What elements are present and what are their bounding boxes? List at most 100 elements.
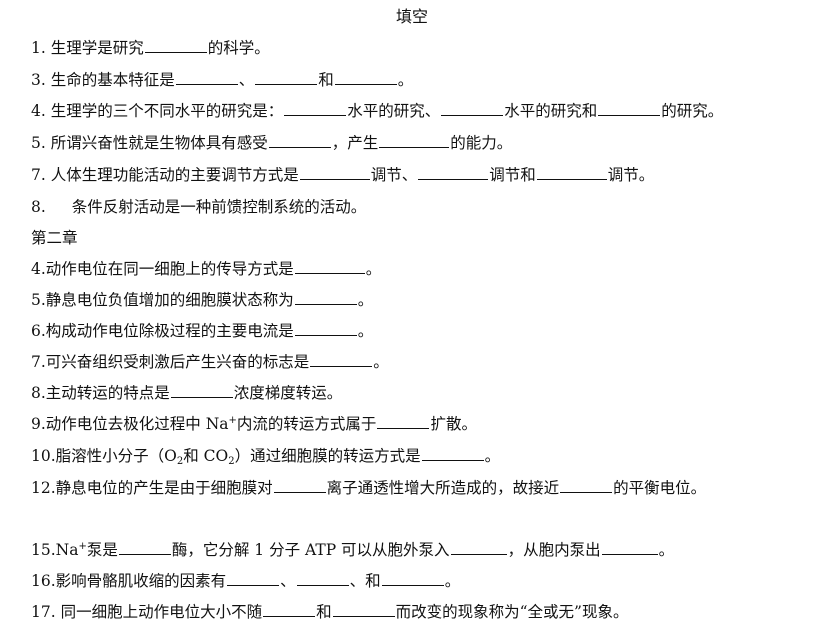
question-text: 生命的基本特征是 bbox=[50, 71, 175, 89]
answer-blank[interactable] bbox=[332, 602, 395, 617]
answer-blank[interactable] bbox=[418, 165, 489, 180]
question-text: 和 CO bbox=[183, 447, 229, 465]
question-text: 的能力。 bbox=[450, 134, 513, 152]
question-1: 1. 生理学是研究的科学。 bbox=[31, 38, 816, 58]
answer-blank[interactable] bbox=[598, 101, 661, 116]
question-text: 8.主动转运的特点是 bbox=[31, 384, 170, 402]
question-text: ，从胞内泵出 bbox=[507, 541, 601, 559]
answer-blank[interactable] bbox=[441, 101, 504, 116]
question-text: 6.构成动作电位除极过程的主要电流是 bbox=[31, 322, 294, 340]
answer-blank[interactable] bbox=[273, 478, 326, 493]
question-text: 的研究。 bbox=[661, 102, 724, 120]
question-number: 7. bbox=[31, 166, 46, 184]
answer-blank[interactable] bbox=[299, 165, 370, 180]
answer-blank[interactable] bbox=[310, 352, 373, 367]
answer-blank[interactable] bbox=[536, 165, 607, 180]
question-5: 5. 所谓兴奋性就是生物体具有感受，产生的能力。 bbox=[31, 133, 816, 153]
chapter2-question-8: 8.主动转运的特点是 浓度梯度转运。 bbox=[31, 383, 816, 403]
question-text: 人体生理功能活动的主要调节方式是 bbox=[50, 166, 299, 184]
answer-blank[interactable] bbox=[118, 540, 171, 555]
question-text: 17. 同一细胞上动作电位大小不随 bbox=[31, 603, 263, 621]
chapter2-question-5: 5.静息电位负值增加的细胞膜状态称为 。 bbox=[31, 290, 816, 310]
separator: 。 bbox=[444, 572, 461, 590]
answer-blank[interactable] bbox=[450, 540, 507, 555]
answer-blank[interactable] bbox=[294, 290, 357, 305]
chapter2-question-10: 10.脂溶性小分子（O2和 CO2）通过细胞膜的转运方式是。 bbox=[31, 446, 816, 467]
question-text: 水平的研究和 bbox=[504, 102, 598, 120]
answer-blank[interactable] bbox=[381, 571, 444, 586]
chapter2-question-17: 17. 同一细胞上动作电位大小不随 和 而改变的现象称为“全或无”现象。 bbox=[31, 602, 816, 622]
chapter2-question-15: 15.Na+泵是 酶，它分解 1 分子 ATP 可以从胞外泵入 ，从胞内泵出 。 bbox=[31, 540, 816, 560]
question-text: 9.动作电位去极化过程中 Na bbox=[31, 415, 229, 433]
question-text: 和 bbox=[316, 603, 332, 621]
separator: 。 bbox=[484, 447, 501, 465]
question-text: 扩散。 bbox=[430, 415, 477, 433]
separator: 。 bbox=[357, 291, 374, 309]
separator: 、 bbox=[280, 572, 296, 590]
chapter2-question-9: 9.动作电位去极化过程中 Na+内流的转运方式属于扩散。 bbox=[31, 414, 816, 434]
answer-blank[interactable] bbox=[268, 133, 331, 148]
chapter2-question-12: 12.静息电位的产生是由于细胞膜对离子通透性增大所造成的，故接近的平衡电位。 bbox=[31, 478, 816, 498]
question-text: 离子通透性增大所造成的，故接近 bbox=[326, 479, 560, 497]
question-text: 10.脂溶性小分子（O bbox=[31, 447, 177, 465]
separator: 、 bbox=[238, 71, 255, 89]
answer-blank[interactable] bbox=[379, 133, 450, 148]
question-text: 调节和 bbox=[489, 166, 536, 184]
separator: 。 bbox=[373, 353, 389, 371]
question-text: 而改变的现象称为“全或无”现象。 bbox=[395, 603, 629, 621]
chapter2-question-7: 7.可兴奋组织受刺激后产生兴奋的标志是。 bbox=[31, 352, 816, 372]
separator: 。 bbox=[365, 260, 382, 278]
question-text: ，产生 bbox=[331, 134, 379, 152]
question-text: 浓度梯度转运。 bbox=[233, 384, 343, 402]
chapter2-question-16: 16.影响骨骼肌收缩的因素有 、 、和 。 bbox=[31, 571, 816, 591]
question-text: 4.动作电位在同一细胞上的传导方式是 bbox=[31, 260, 294, 278]
question-text: 调节、 bbox=[370, 166, 418, 184]
question-text: ）通过细胞膜的转运方式是 bbox=[234, 447, 421, 465]
superscript: + bbox=[78, 541, 87, 552]
separator: 、和 bbox=[349, 572, 381, 590]
question-4: 4. 生理学的三个不同水平的研究是： 水平的研究、 水平的研究和 的研究。 bbox=[31, 101, 816, 121]
question-number: 5. bbox=[31, 134, 46, 152]
question-8: 8. 条件反射活动是一种前馈控制系统的活动。 bbox=[31, 197, 816, 217]
answer-blank[interactable] bbox=[284, 101, 347, 116]
answer-blank[interactable] bbox=[144, 38, 207, 53]
question-number: 8. bbox=[31, 198, 46, 216]
answer-blank[interactable] bbox=[170, 383, 233, 398]
question-text: 5.静息电位负值增加的细胞膜状态称为 bbox=[31, 291, 294, 309]
separator: 。 bbox=[357, 322, 374, 340]
subscript: 2 bbox=[176, 456, 184, 467]
question-text: 生理学是研究 bbox=[50, 39, 144, 57]
answer-blank[interactable] bbox=[294, 321, 357, 336]
question-text: 16.影响骨骼肌收缩的因素有 bbox=[31, 572, 227, 590]
answer-blank[interactable] bbox=[255, 70, 318, 85]
answer-blank[interactable] bbox=[294, 259, 365, 274]
question-3: 3. 生命的基本特征是、和。 bbox=[31, 70, 816, 90]
separator: 。 bbox=[397, 71, 414, 89]
answer-blank[interactable] bbox=[421, 446, 484, 461]
answer-blank[interactable] bbox=[175, 70, 238, 85]
question-text: 的平衡电位。 bbox=[613, 479, 707, 497]
separator: 。 bbox=[658, 541, 675, 559]
question-text: 15.Na bbox=[31, 541, 79, 559]
answer-blank[interactable] bbox=[296, 571, 349, 586]
question-text: 生理学的三个不同水平的研究是： bbox=[50, 102, 284, 120]
question-text: 的科学。 bbox=[207, 39, 270, 57]
question-text: 泵是 bbox=[86, 541, 118, 559]
question-text: 条件反射活动是一种前馈控制系统的活动。 bbox=[71, 198, 367, 216]
answer-blank[interactable] bbox=[377, 414, 430, 429]
subscript: 2 bbox=[228, 456, 235, 467]
answer-blank[interactable] bbox=[560, 478, 613, 493]
question-number: 4. bbox=[31, 102, 46, 120]
question-7: 7. 人体生理功能活动的主要调节方式是调节、调节和调节。 bbox=[31, 165, 816, 185]
answer-blank[interactable] bbox=[227, 571, 280, 586]
page-title: 填空 bbox=[395, 7, 428, 26]
answer-blank[interactable] bbox=[334, 70, 397, 85]
chapter2-question-6: 6.构成动作电位除极过程的主要电流是 。 bbox=[31, 321, 816, 341]
question-number: 3. bbox=[31, 71, 46, 89]
question-text: 酶，它分解 1 分子 ATP 可以从胞外泵入 bbox=[171, 541, 450, 559]
answer-blank[interactable] bbox=[263, 602, 316, 617]
chapter-heading: 第二章 bbox=[31, 229, 78, 247]
question-text: 水平的研究、 bbox=[347, 102, 441, 120]
answer-blank[interactable] bbox=[601, 540, 658, 555]
